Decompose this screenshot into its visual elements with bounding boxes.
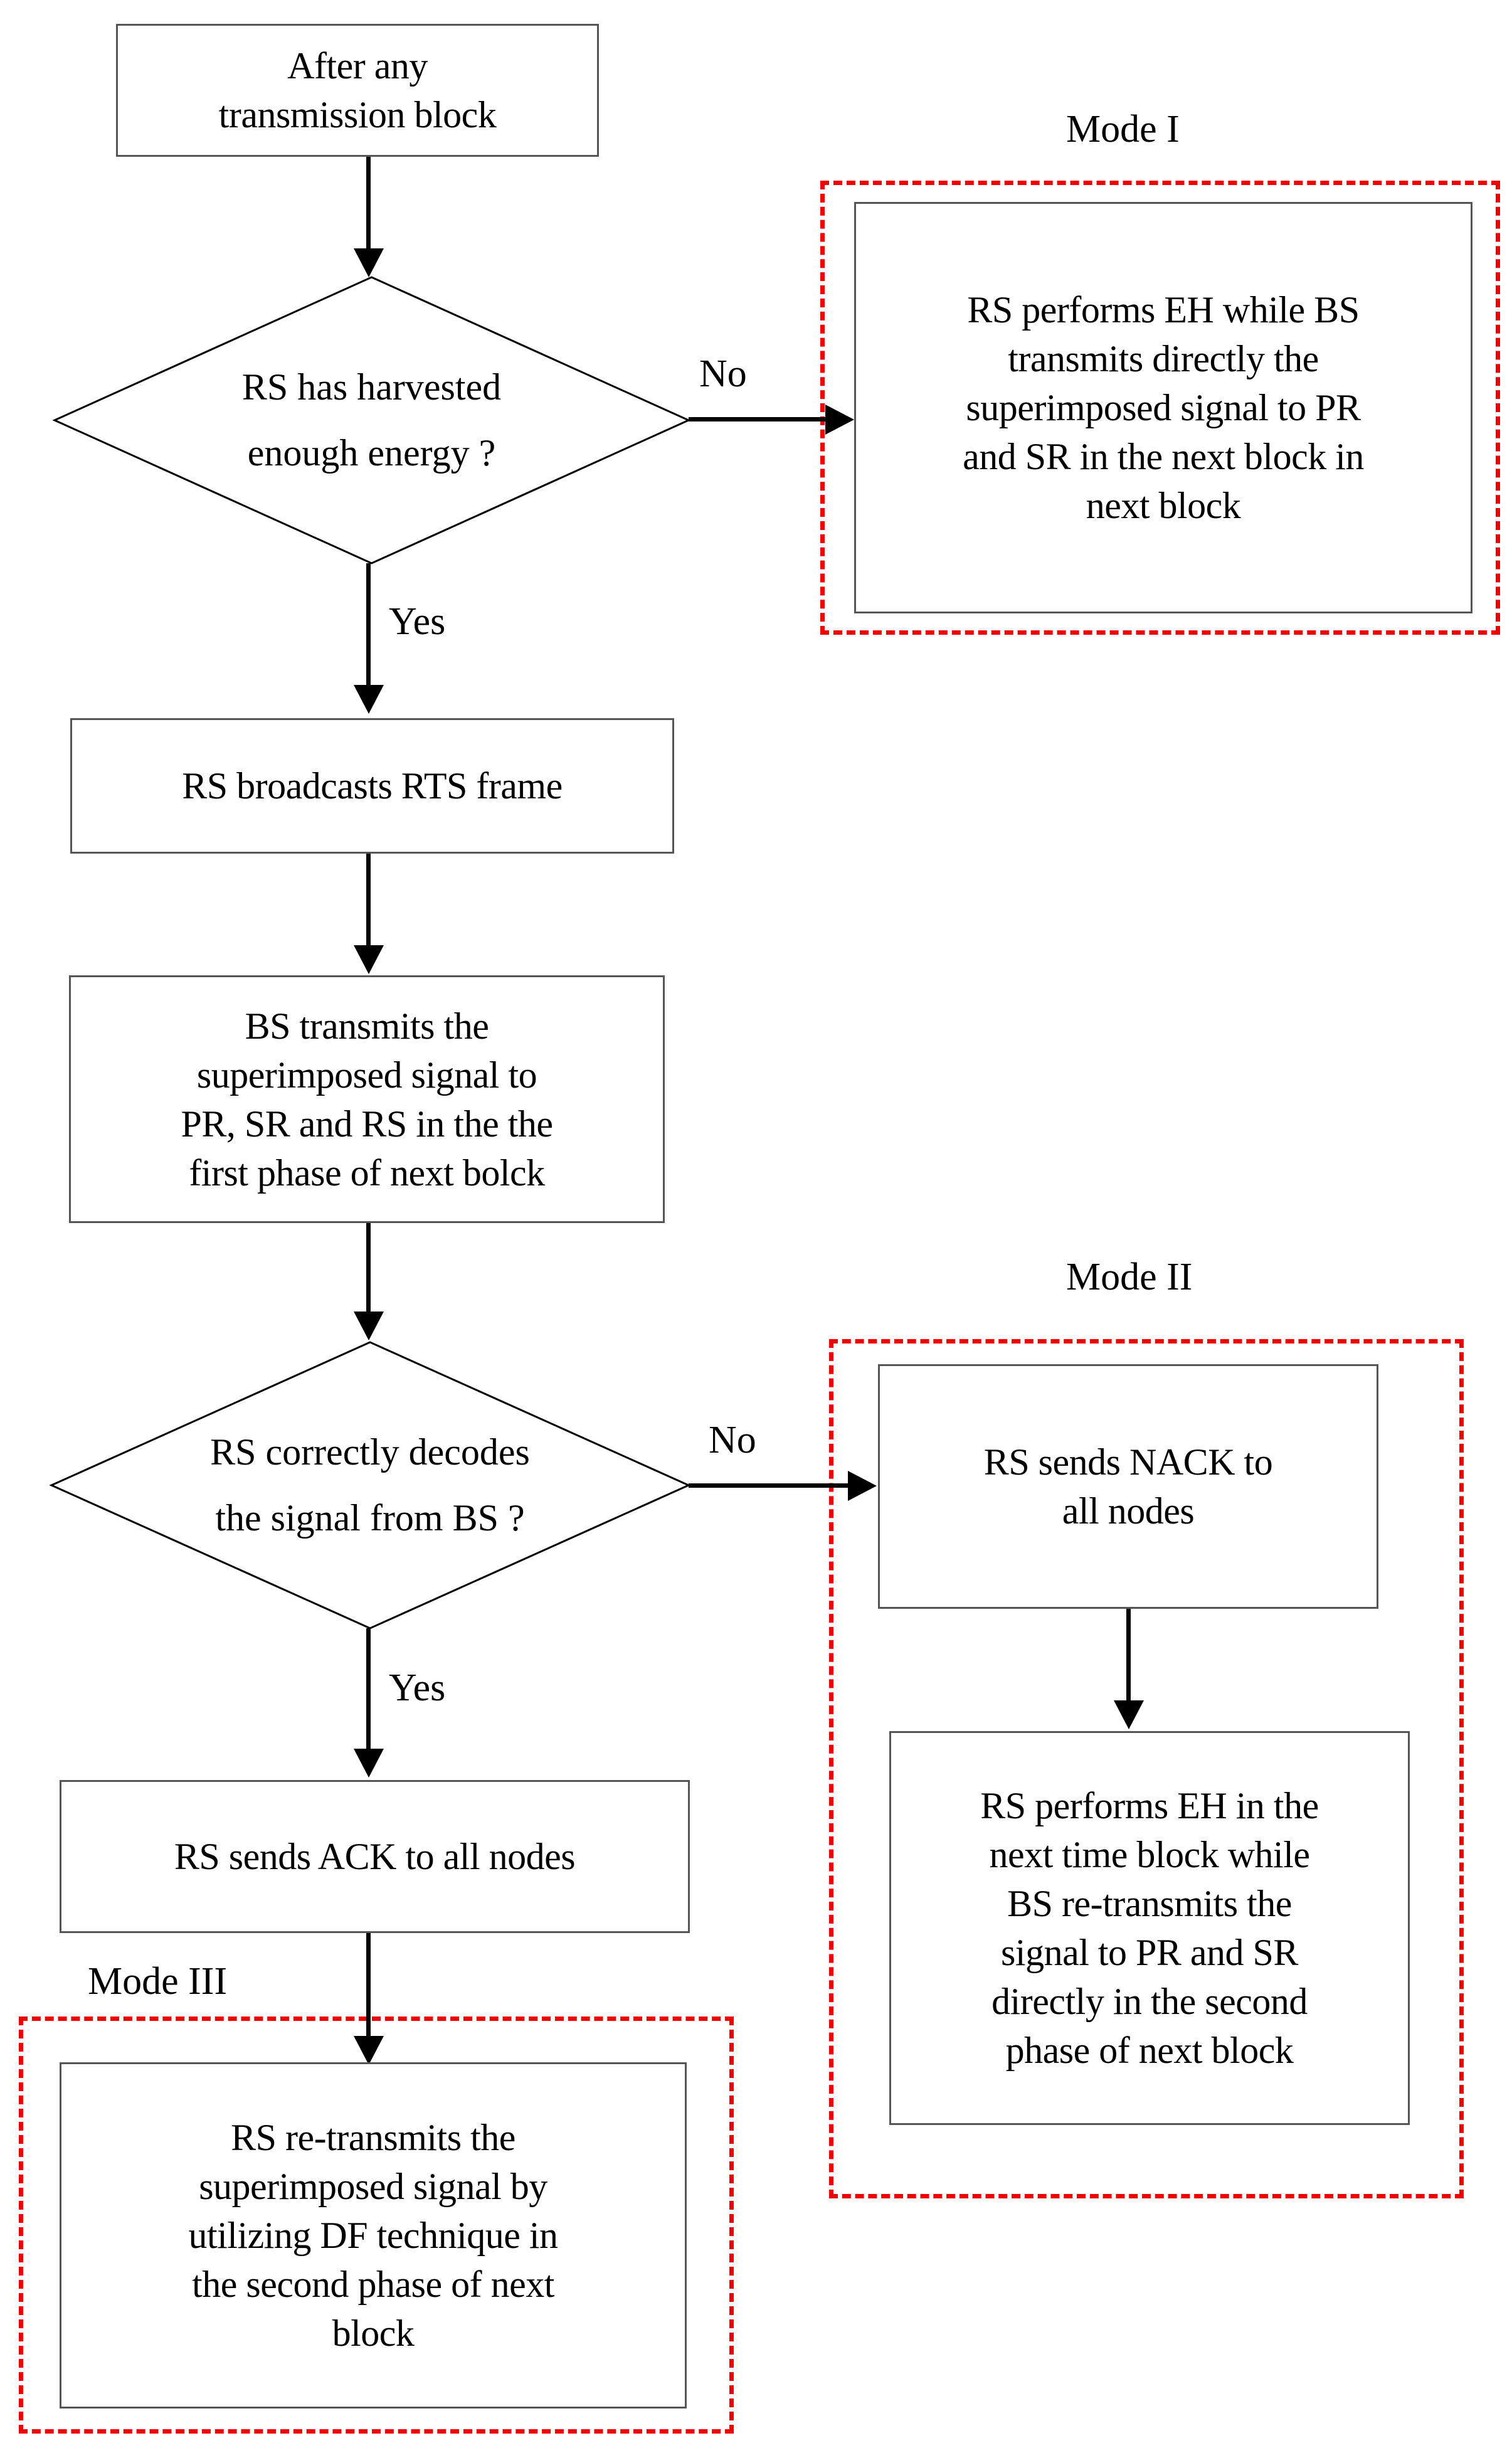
edge-ack-to-mode3-arrowhead [354, 2036, 384, 2065]
rts-box-label: RS broadcasts RTS frame [182, 765, 563, 807]
mode-3-label: Mode III [88, 1960, 228, 2003]
mode-2-frame [829, 1339, 1464, 2198]
edge-rts-to-bs [366, 854, 371, 948]
bs-transmit-box: BS transmits the superimposed signal to … [69, 975, 665, 1223]
edge-energy-yes [366, 563, 371, 687]
nack-box-label: RS sends NACK to all nodes [983, 1441, 1273, 1532]
mode-1-frame [820, 181, 1500, 635]
edge-nack-to-mode2-arrowhead [1114, 1700, 1144, 1729]
edge-decode-no-arrowhead [848, 1471, 877, 1501]
mode-3-action-box: RS re-transmits the superimposed signal … [60, 2062, 687, 2409]
energy-yes-label: Yes [389, 600, 446, 643]
edge-rts-to-bs-arrowhead [354, 945, 384, 974]
rts-box: RS broadcasts RTS frame [70, 718, 674, 854]
edge-energy-no-arrowhead [825, 405, 854, 435]
edge-bs-to-decode-arrowhead [354, 1312, 384, 1340]
mode-1-label: Mode I [1066, 108, 1180, 151]
mode-1-action-label: RS performs EH while BS transmits direct… [963, 289, 1364, 526]
mode-2-action-box: RS performs EH in the next time block wh… [889, 1731, 1410, 2125]
mode-2-label: Mode II [1066, 1256, 1193, 1298]
start-box-label: After any transmission block [218, 45, 497, 135]
decode-no-label: No [709, 1419, 756, 1461]
edge-start-to-energy [366, 157, 371, 251]
edge-bs-to-decode [366, 1223, 371, 1314]
edge-decode-yes [366, 1628, 371, 1751]
mode-3-frame [19, 2016, 734, 2434]
energy-no-label: No [699, 352, 747, 395]
mode-3-action-label: RS re-transmits the superimposed signal … [188, 2117, 558, 2354]
decode-yes-label: Yes [389, 1667, 446, 1709]
ack-box-label: RS sends ACK to all nodes [174, 1836, 576, 1877]
edge-energy-no [689, 417, 845, 421]
decode-decision-diamond: RS correctly decodes the signal from BS … [49, 1341, 691, 1630]
edge-ack-to-mode3 [366, 1933, 371, 2038]
bs-transmit-box-label: BS transmits the superimposed signal to … [181, 1005, 553, 1194]
edge-nack-to-mode2 [1126, 1609, 1131, 1703]
start-box: After any transmission block [116, 24, 599, 157]
edge-decode-yes-arrowhead [354, 1749, 384, 1778]
mode-2-action-label: RS performs EH in the next time block wh… [980, 1785, 1319, 2071]
energy-decision-diamond: RS has harvested enough energy ? [52, 276, 691, 564]
edge-decode-no [689, 1483, 850, 1488]
mode-1-action-box: RS performs EH while BS transmits direct… [854, 202, 1472, 613]
nack-box: RS sends NACK to all nodes [878, 1364, 1378, 1609]
ack-box: RS sends ACK to all nodes [60, 1780, 690, 1933]
edge-start-to-energy-arrowhead [354, 248, 384, 277]
edge-energy-yes-arrowhead [354, 685, 384, 714]
